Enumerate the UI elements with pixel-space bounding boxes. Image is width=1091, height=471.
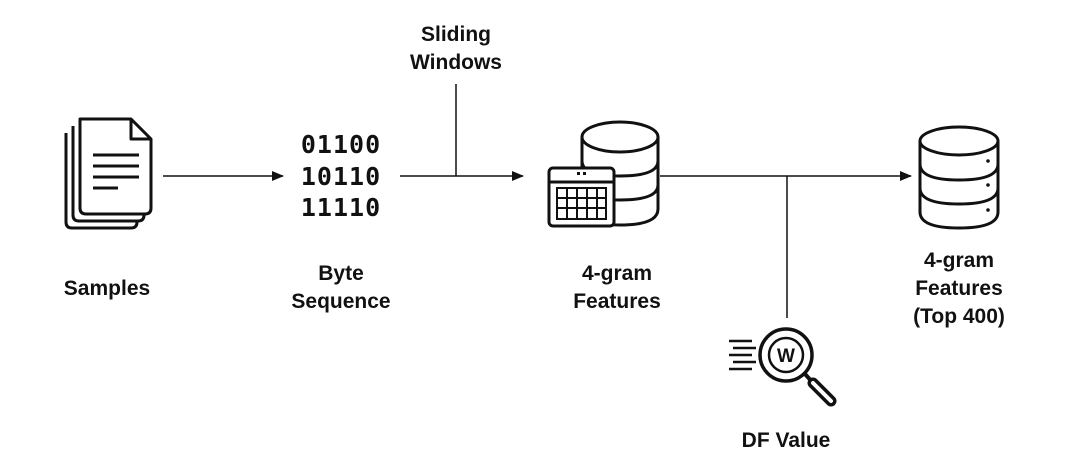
features-label-line2: Features bbox=[573, 290, 661, 313]
byte-sequence-label: Byte Sequence bbox=[291, 260, 390, 316]
top-features-label: 4-gram Features (Top 400) bbox=[913, 247, 1005, 331]
features-label: 4-gram Features bbox=[573, 260, 661, 316]
search-w-icon: W bbox=[729, 327, 837, 407]
binary-code-icon: 01100 10110 11110 bbox=[301, 130, 381, 222]
features-label-line1: 4-gram bbox=[581, 262, 653, 285]
documents-icon bbox=[64, 117, 153, 230]
byte-sequence-label-line1: Byte bbox=[318, 262, 364, 285]
bits-row-3: 11110 bbox=[301, 193, 381, 222]
sliding-windows-label: Sliding Windows bbox=[410, 21, 502, 77]
top-features-label-line2: Features bbox=[915, 277, 1003, 300]
samples-label: Samples bbox=[64, 275, 150, 303]
bits-row-2: 10110 bbox=[301, 162, 381, 191]
sliding-windows-label-line1: Sliding bbox=[421, 23, 491, 46]
svg-text:W: W bbox=[777, 346, 795, 367]
bits-row-1: 01100 bbox=[301, 130, 381, 159]
database-icon bbox=[918, 125, 1000, 230]
df-value-label: DF Value bbox=[742, 427, 831, 455]
samples-label-text: Samples bbox=[63, 277, 151, 300]
database-table-icon bbox=[547, 120, 660, 228]
top-features-label-line1: 4-gram bbox=[923, 249, 995, 272]
byte-sequence-label-line2: Sequence bbox=[291, 290, 391, 313]
sliding-windows-label-line2: Windows bbox=[410, 51, 502, 74]
df-value-label-text: DF Value bbox=[741, 429, 831, 452]
top-features-label-line3: (Top 400) bbox=[913, 305, 1005, 328]
